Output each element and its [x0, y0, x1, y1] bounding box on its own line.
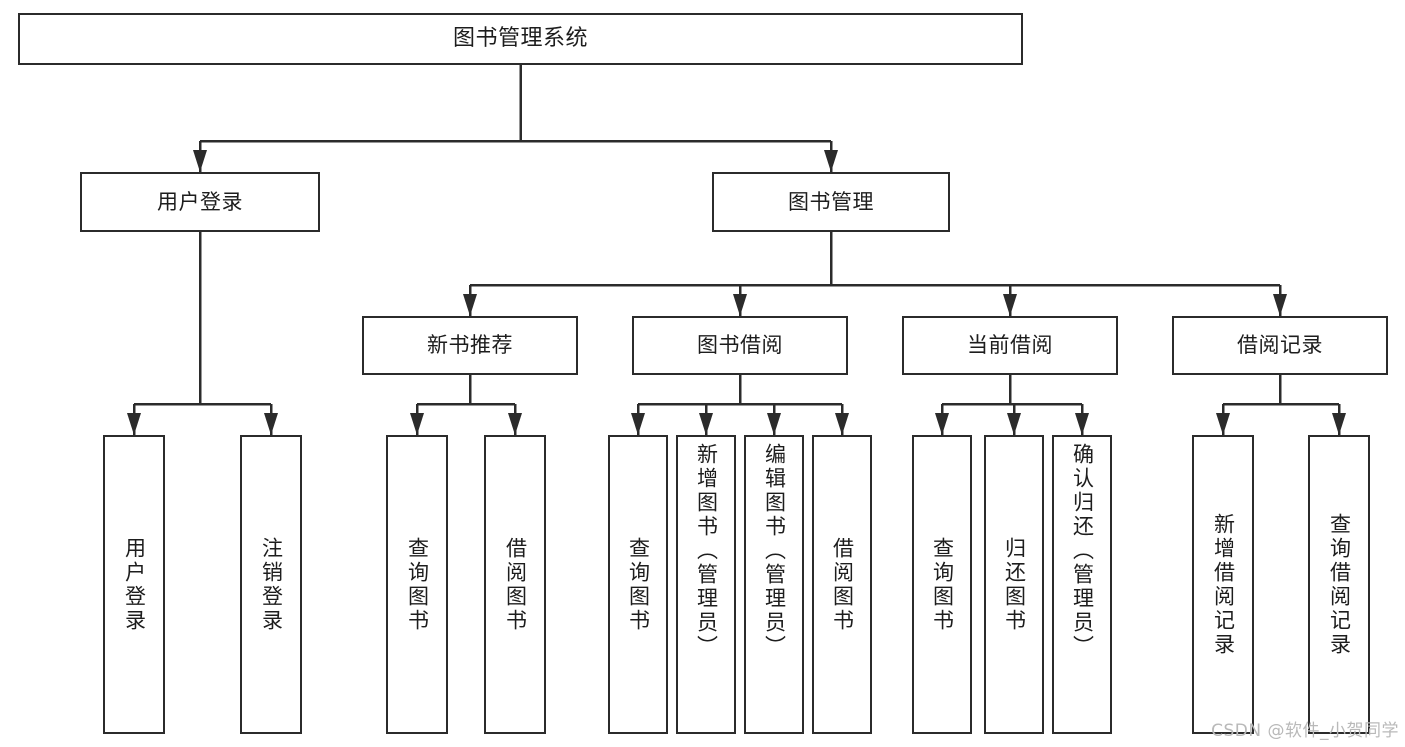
node-leaf-user-login[interactable]: 用户登录 — [103, 435, 165, 734]
node-label: 查询图书 — [405, 536, 430, 633]
node-leaf-add-record[interactable]: 新增借阅记录 — [1192, 435, 1254, 734]
node-label: 查询借阅记录 — [1327, 512, 1352, 657]
node-label: 图书借阅 — [697, 333, 783, 358]
node-label: 图书管理系统 — [452, 26, 588, 52]
node-leaf-borrow-book-1[interactable]: 借阅图书 — [484, 435, 546, 734]
node-label: 注销登录 — [259, 536, 284, 633]
node-leaf-borrow-book-2[interactable]: 借阅图书 — [812, 435, 872, 734]
node-leaf-query-record[interactable]: 查询借阅记录 — [1308, 435, 1370, 734]
node-label: 借阅图书 — [830, 536, 855, 633]
node-label: 借阅图书 — [503, 536, 528, 633]
node-label: 用户登录 — [157, 189, 243, 214]
node-leaf-return-book[interactable]: 归还图书 — [984, 435, 1044, 734]
node-label: 新增图书（管理员） — [694, 443, 719, 659]
node-label: 当前借阅 — [967, 333, 1053, 358]
node-label: 确认归还（管理员） — [1070, 443, 1095, 659]
node-label: 借阅记录 — [1237, 333, 1323, 358]
node-leaf-add-book[interactable]: 新增图书（管理员） — [676, 435, 736, 734]
node-label: 新书推荐 — [427, 333, 513, 358]
node-label: 图书管理 — [788, 189, 874, 214]
node-leaf-query-book-3[interactable]: 查询图书 — [912, 435, 972, 734]
node-leaf-query-book-2[interactable]: 查询图书 — [608, 435, 668, 734]
node-leaf-query-book-1[interactable]: 查询图书 — [386, 435, 448, 734]
node-label: 编辑图书（管理员） — [762, 443, 787, 659]
node-leaf-logout-login[interactable]: 注销登录 — [240, 435, 302, 734]
node-label: 新增借阅记录 — [1211, 512, 1236, 657]
node-leaf-edit-book[interactable]: 编辑图书（管理员） — [744, 435, 804, 734]
node-book-manage[interactable]: 图书管理 — [712, 172, 950, 232]
node-root-system[interactable]: 图书管理系统 — [18, 13, 1023, 65]
node-current-borrow[interactable]: 当前借阅 — [902, 316, 1118, 375]
node-borrow-record[interactable]: 借阅记录 — [1172, 316, 1388, 375]
node-new-book-rec[interactable]: 新书推荐 — [362, 316, 578, 375]
node-label: 用户登录 — [122, 536, 147, 633]
node-leaf-confirm-return[interactable]: 确认归还（管理员） — [1052, 435, 1112, 734]
node-user-login[interactable]: 用户登录 — [80, 172, 320, 232]
node-label: 归还图书 — [1002, 536, 1027, 633]
node-label: 查询图书 — [626, 536, 651, 633]
node-label: 查询图书 — [930, 536, 955, 633]
watermark-label: CSDN @软件_小贺同学 — [1211, 721, 1399, 741]
node-book-borrow[interactable]: 图书借阅 — [632, 316, 848, 375]
